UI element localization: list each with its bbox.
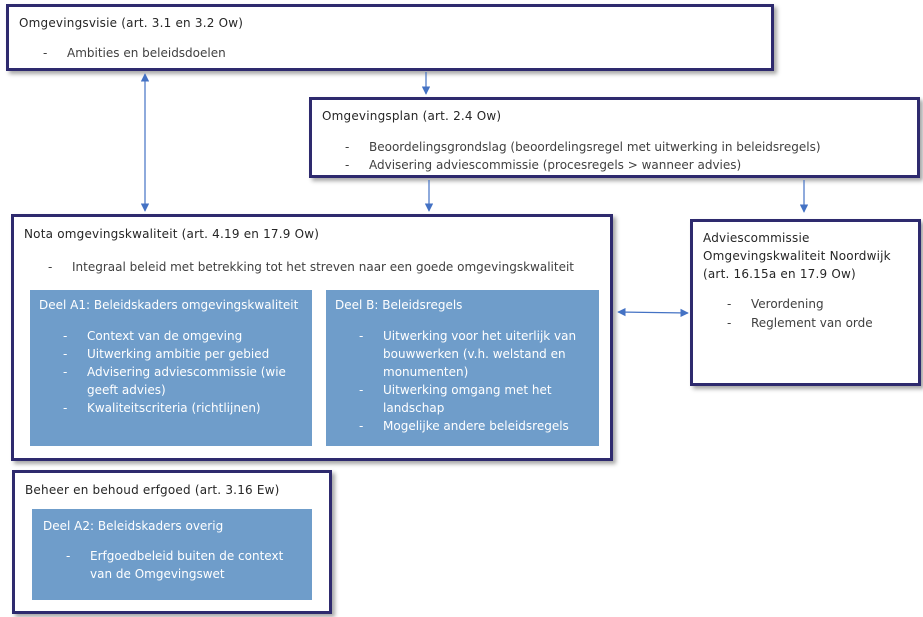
list-item: - Advisering adviescommissie (wie geeft … xyxy=(63,365,286,397)
erfgoed-title: Beheer en behoud erfgoed (art. 3.16 Ew) xyxy=(25,483,280,497)
list-item: - Context van de omgeving xyxy=(63,329,243,343)
deel-b-title: Deel B: Beleidsregels xyxy=(335,298,463,312)
list-item: - Uitwerking ambitie per gebied xyxy=(63,347,270,361)
deel-b-panel: Deel B: Beleidsregels - Uitwerking voor … xyxy=(326,290,599,446)
list-item: - Beoordelingsgrondslag (beoordelingsreg… xyxy=(345,140,821,154)
nota-omgevingskwaliteit-box: Nota omgevingskwaliteit (art. 4.19 en 17… xyxy=(11,214,613,461)
omgevingsplan-box: Omgevingsplan (art. 2.4 Ow) - Beoordelin… xyxy=(309,97,920,178)
list-item: - Reglement van orde xyxy=(727,316,873,330)
deel-a1-title: Deel A1: Beleidskaders omgevingskwalitei… xyxy=(39,298,299,312)
list-item: - Ambities en beleidsdoelen xyxy=(43,46,226,60)
erfgoed-box: Beheer en behoud erfgoed (art. 3.16 Ew) … xyxy=(12,470,332,614)
adviescommissie-box: Adviescommissie Omgevingskwaliteit Noord… xyxy=(690,219,921,386)
list-item: - Verordening xyxy=(727,297,824,311)
list-item: - Erfgoedbeleid buiten de context van de… xyxy=(66,549,284,581)
list-item: - Kwaliteitscriteria (richtlijnen) xyxy=(63,401,261,415)
list-item: - Uitwerking omgang met het landschap xyxy=(359,383,552,415)
omgevingsvisie-title: Omgevingsvisie (art. 3.1 en 3.2 Ow) xyxy=(19,16,244,30)
nota-title: Nota omgevingskwaliteit (art. 4.19 en 17… xyxy=(24,227,320,241)
list-item: - Advisering adviescommissie (procesrege… xyxy=(345,158,742,172)
deel-a2-panel: Deel A2: Beleidskaders overig - Erfgoedb… xyxy=(32,509,312,600)
deel-a1-panel: Deel A1: Beleidskaders omgevingskwalitei… xyxy=(30,290,312,446)
arrow-nota-commissie xyxy=(617,307,689,318)
adviescommissie-title-line-3: (art. 16.15a en 17.9 Ow) xyxy=(703,267,856,281)
deel-a2-title: Deel A2: Beleidskaders overig xyxy=(43,519,224,533)
list-item: - Integraal beleid met betrekking tot he… xyxy=(48,260,574,274)
omgevingsplan-title: Omgevingsplan (art. 2.4 Ow) xyxy=(322,109,502,123)
list-item: - Mogelijke andere beleidsregels xyxy=(359,419,569,433)
list-item: - Uitwerking voor het uiterlijk van bouw… xyxy=(359,329,577,379)
adviescommissie-title-line-1: Adviescommissie xyxy=(703,231,810,245)
omgevingsvisie-box: Omgevingsvisie (art. 3.1 en 3.2 Ow) - Am… xyxy=(6,4,774,71)
adviescommissie-title-line-2: Omgevingskwaliteit Noordwijk xyxy=(703,249,891,263)
